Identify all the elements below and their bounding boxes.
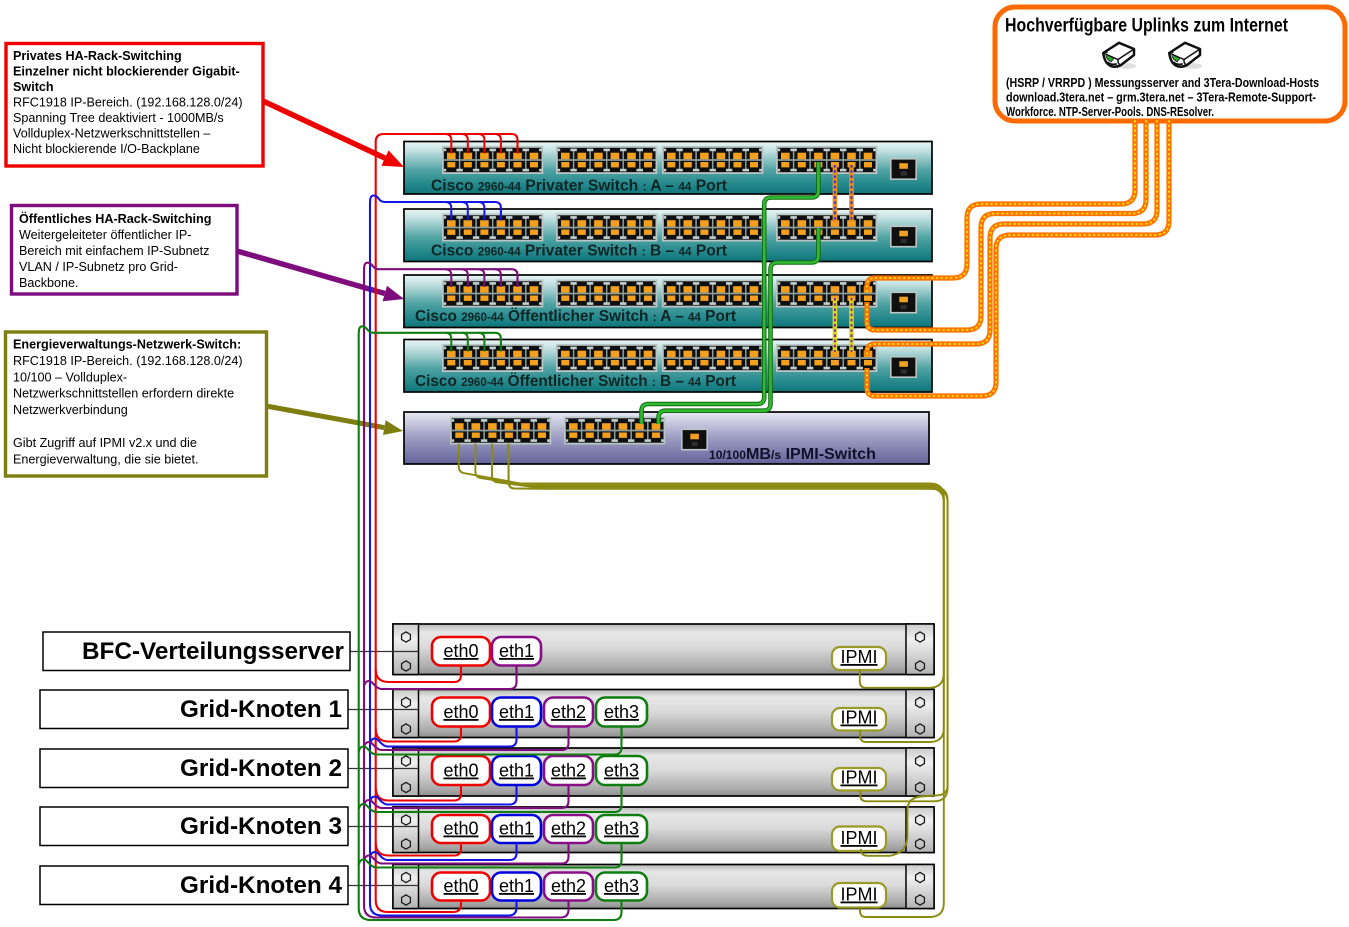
svg-text:Nicht blockierende I/O-Backpla: Nicht blockierende I/O-Backplane: [13, 142, 200, 156]
svg-text:RFC1918 IP-Bereich. (192.168.1: RFC1918 IP-Bereich. (192.168.128.0/24): [13, 354, 243, 368]
svg-text:Weitergeleiteter öffentlicher: Weitergeleiteter öffentlicher IP-: [19, 228, 191, 242]
svg-text:Netzwerkverbindung: Netzwerkverbindung: [13, 403, 128, 417]
svg-text:Cisco 2960-44 Privater Switch: Cisco 2960-44 Privater Switch : B – 44 P…: [431, 243, 728, 260]
svg-text:eth0: eth0: [443, 702, 478, 722]
svg-text:eth0: eth0: [443, 761, 478, 781]
svg-text:eth1: eth1: [499, 641, 534, 661]
svg-text:Grid-Knoten 3: Grid-Knoten 3: [180, 813, 342, 840]
svg-text:IPMI: IPMI: [840, 647, 877, 667]
svg-text:Energieverwaltungs-Netzwerk-Sw: Energieverwaltungs-Netzwerk-Switch:: [13, 338, 241, 352]
svg-text:Cisco 2960-44 Öffentlicher Swi: Cisco 2960-44 Öffentlicher Switch : A – …: [415, 306, 737, 325]
svg-text:RFC1918 IP-Bereich. (192.168.1: RFC1918 IP-Bereich. (192.168.128.0/24): [13, 96, 243, 110]
svg-text:eth1: eth1: [499, 702, 534, 722]
svg-text:eth1: eth1: [499, 876, 534, 896]
svg-text:Einzelner nicht blockierender: Einzelner nicht blockierender Gigabit-: [13, 65, 240, 79]
svg-text:eth3: eth3: [604, 761, 639, 781]
svg-text:eth0: eth0: [443, 819, 478, 839]
svg-text:eth3: eth3: [604, 876, 639, 896]
svg-text:Privates HA-Rack-Switching: Privates HA-Rack-Switching: [13, 49, 182, 63]
svg-text:Grid-Knoten 1: Grid-Knoten 1: [180, 696, 342, 723]
svg-text:Backbone.: Backbone.: [19, 276, 79, 290]
svg-text:eth0: eth0: [443, 876, 478, 896]
svg-text:IPMI: IPMI: [840, 885, 877, 905]
svg-text:Spanning Tree deaktiviert - 10: Spanning Tree deaktiviert - 1000MB/s: [13, 111, 224, 125]
svg-text:10/100 – Vollduplex-: 10/100 – Vollduplex-: [13, 370, 127, 384]
svg-text:Workforce. NTP-Server-Pools. D: Workforce. NTP-Server-Pools. DNS-REsolve…: [1006, 105, 1214, 119]
svg-text:eth0: eth0: [443, 641, 478, 661]
svg-text:Netzwerkschnittstellen erforde: Netzwerkschnittstellen erfordern direkte: [13, 387, 234, 401]
svg-text:10/100MB/s IPMI-Switch: 10/100MB/s IPMI-Switch: [709, 446, 876, 463]
svg-text:VLAN / IP-Subnetz pro Grid-: VLAN / IP-Subnetz pro Grid-: [19, 260, 178, 274]
svg-text:Grid-Knoten 4: Grid-Knoten 4: [180, 872, 342, 899]
svg-text:IPMI: IPMI: [840, 828, 877, 848]
svg-text:BFC-Verteilungsserver: BFC-Verteilungsserver: [82, 638, 344, 665]
svg-text:Energieverwaltung, die sie bie: Energieverwaltung, die sie bietet.: [13, 452, 199, 466]
svg-text:Hochverfügbare Uplinks zum Int: Hochverfügbare Uplinks zum Internet: [1005, 16, 1289, 37]
svg-text:Cisco 2960-44 Privater Switch: Cisco 2960-44 Privater Switch : A – 44 P…: [431, 178, 728, 195]
svg-text:(HSRP / VRRPD ) Messungsserver: (HSRP / VRRPD ) Messungsserver and 3Tera…: [1006, 76, 1319, 90]
svg-text:eth1: eth1: [499, 761, 534, 781]
svg-text:eth2: eth2: [551, 702, 586, 722]
svg-text:Gibt Zugriff auf IPMI v2.x und: Gibt Zugriff auf IPMI v2.x und die: [13, 436, 197, 450]
svg-text:eth3: eth3: [604, 819, 639, 839]
svg-text:Switch: Switch: [13, 80, 54, 94]
svg-text:Vollduplex-Netzwerkschnittstel: Vollduplex-Netzwerkschnittstellen –: [13, 127, 210, 141]
svg-text:download.3tera.net – grm.3tera: download.3tera.net – grm.3tera.net – 3Te…: [1006, 91, 1316, 105]
svg-text:Cisco 2960-44 Öffentlicher Swi: Cisco 2960-44 Öffentlicher Switch : B – …: [415, 371, 737, 390]
svg-text:IPMI: IPMI: [840, 708, 877, 728]
svg-text:eth2: eth2: [551, 819, 586, 839]
svg-text:IPMI: IPMI: [840, 768, 877, 788]
svg-text:Bereich mit einfachem IP-Subne: Bereich mit einfachem IP-Subnetz: [19, 244, 209, 258]
svg-text:eth2: eth2: [551, 876, 586, 896]
svg-text:eth3: eth3: [604, 702, 639, 722]
svg-text:eth2: eth2: [551, 761, 586, 781]
svg-text:Grid-Knoten 2: Grid-Knoten 2: [180, 755, 342, 782]
svg-text:Öffentliches HA-Rack-Switching: Öffentliches HA-Rack-Switching: [19, 211, 211, 226]
svg-text:eth1: eth1: [499, 819, 534, 839]
